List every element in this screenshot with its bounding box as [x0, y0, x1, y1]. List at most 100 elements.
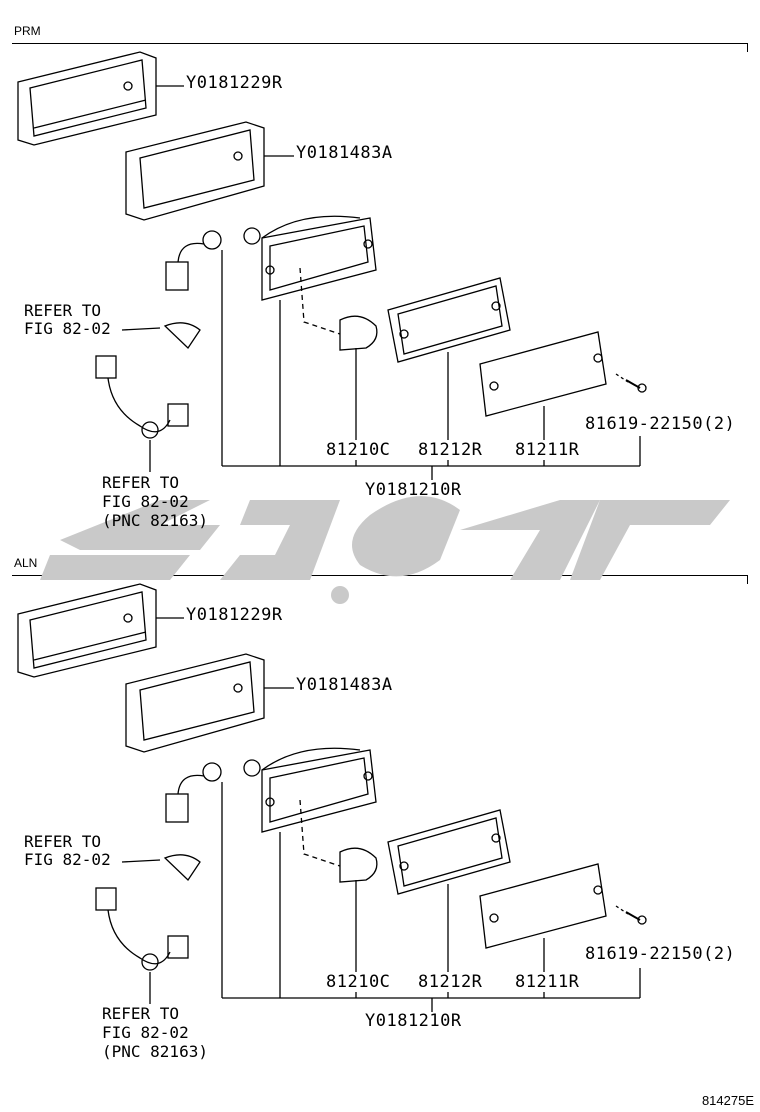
bulb [339, 315, 378, 351]
socket [202, 762, 222, 782]
housing-screw-hole [265, 797, 275, 807]
bezel-outer [17, 51, 157, 146]
housing [261, 749, 377, 833]
bulb [339, 847, 378, 883]
part-label-bezel-inner: Y0181483A [296, 143, 393, 163]
part-label-screw: 81619-22150(2) [585, 944, 736, 964]
bezel-outer-clip [123, 81, 133, 91]
housing-top [261, 747, 361, 771]
harness-connector [95, 355, 117, 379]
lens-hole [593, 353, 603, 363]
socket-2 [243, 227, 261, 245]
housing-screw-hole [363, 239, 373, 249]
bezel-inner-edge [139, 661, 255, 741]
part-label-bulb: 81210C [326, 440, 391, 460]
bulb-dash [299, 799, 341, 867]
lens-hole [489, 381, 499, 391]
harness-connector-2 [167, 403, 189, 427]
section-rule-prm [12, 43, 748, 44]
connector [165, 261, 189, 291]
socket-wire [177, 242, 205, 263]
socket [202, 230, 222, 250]
refer-label-socket: REFER TO [24, 832, 102, 851]
refer-label-harness-fig: FIG 82-02 [102, 1023, 189, 1042]
refer-label-harness-fig: FIG 82-02 [102, 492, 189, 511]
harness-wire [107, 377, 171, 433]
gasket-hole [491, 833, 501, 843]
screw-dash [615, 373, 629, 383]
bezel-inner [125, 653, 265, 753]
gasket-hole [399, 329, 409, 339]
refer-socket [163, 322, 201, 350]
screw-dash [615, 905, 629, 915]
housing-inner [269, 225, 369, 291]
refer-label-socket-fig: FIG 82-02 [24, 850, 111, 869]
housing-screw-hole [265, 265, 275, 275]
lens-hole [593, 885, 603, 895]
connector [165, 793, 189, 823]
part-label-lens: 81211R [515, 972, 580, 992]
watermark-logo [40, 496, 730, 604]
harness-wire [107, 909, 171, 965]
leader-refer-socket [121, 859, 161, 863]
part-label-assembly: Y0181210R [365, 1011, 462, 1031]
part-label-gasket: 81212R [418, 972, 483, 992]
gasket-hole [399, 861, 409, 871]
bulb-dash [299, 267, 341, 335]
part-label-bezel-outer: Y0181229R [186, 73, 283, 93]
refer-label-harness-pnc: (PNC 82163) [102, 1042, 208, 1061]
parts-group [17, 583, 647, 1012]
screw-head [637, 915, 647, 925]
part-label-gasket: 81212R [418, 440, 483, 460]
bezel-inner-clip [233, 151, 243, 161]
bezel-outer-ledge [33, 99, 147, 129]
harness-connector [95, 887, 117, 911]
part-label-bulb: 81210C [326, 972, 391, 992]
lens [479, 331, 607, 417]
harness-connector-2 [167, 935, 189, 959]
refer-label-socket: REFER TO [24, 301, 102, 320]
part-label-bezel-inner: Y0181483A [296, 675, 393, 695]
parts-group [17, 51, 647, 480]
lens-hole [489, 913, 499, 923]
housing-top [261, 215, 361, 239]
part-label-screw: 81619-22150(2) [585, 414, 736, 434]
gasket [387, 809, 511, 895]
gasket-inner [397, 285, 503, 355]
harness-grommet [141, 421, 159, 439]
gasket-hole [491, 301, 501, 311]
section-rule-tick [747, 575, 748, 584]
part-label-lens: 81211R [515, 440, 580, 460]
refer-label-harness: REFER TO [102, 473, 180, 492]
part-label-bezel-outer: Y0181229R [186, 605, 283, 625]
figure-id: 814275E [701, 1093, 754, 1108]
housing-inner [269, 757, 369, 823]
lens [479, 863, 607, 949]
harness-grommet [141, 953, 159, 971]
bezel-outer-clip [123, 613, 133, 623]
socket-2 [243, 759, 261, 777]
gasket-inner [397, 817, 503, 887]
refer-label-socket-fig: FIG 82-02 [24, 319, 111, 338]
part-label-assembly: Y0181210R [365, 480, 462, 500]
bezel-inner-clip [233, 683, 243, 693]
gasket [387, 277, 511, 363]
bezel-outer-inner-edge [29, 591, 147, 669]
screw-head [637, 383, 647, 393]
bezel-inner [125, 121, 265, 221]
socket-wire [177, 774, 205, 795]
refer-label-harness-pnc: (PNC 82163) [102, 511, 208, 530]
section-tag-aln: ALN [14, 556, 38, 570]
refer-label-harness: REFER TO [102, 1004, 180, 1023]
leader-refer-socket [121, 327, 161, 331]
bezel-inner-edge [139, 129, 255, 209]
housing [261, 217, 377, 301]
section-tag-prm: PRM [14, 24, 41, 38]
refer-socket [163, 854, 201, 882]
section-rule-tick [747, 43, 748, 52]
housing-screw-hole [363, 771, 373, 781]
bezel-outer [17, 583, 157, 678]
bezel-outer-ledge [33, 631, 147, 661]
section-rule-aln [12, 575, 748, 576]
